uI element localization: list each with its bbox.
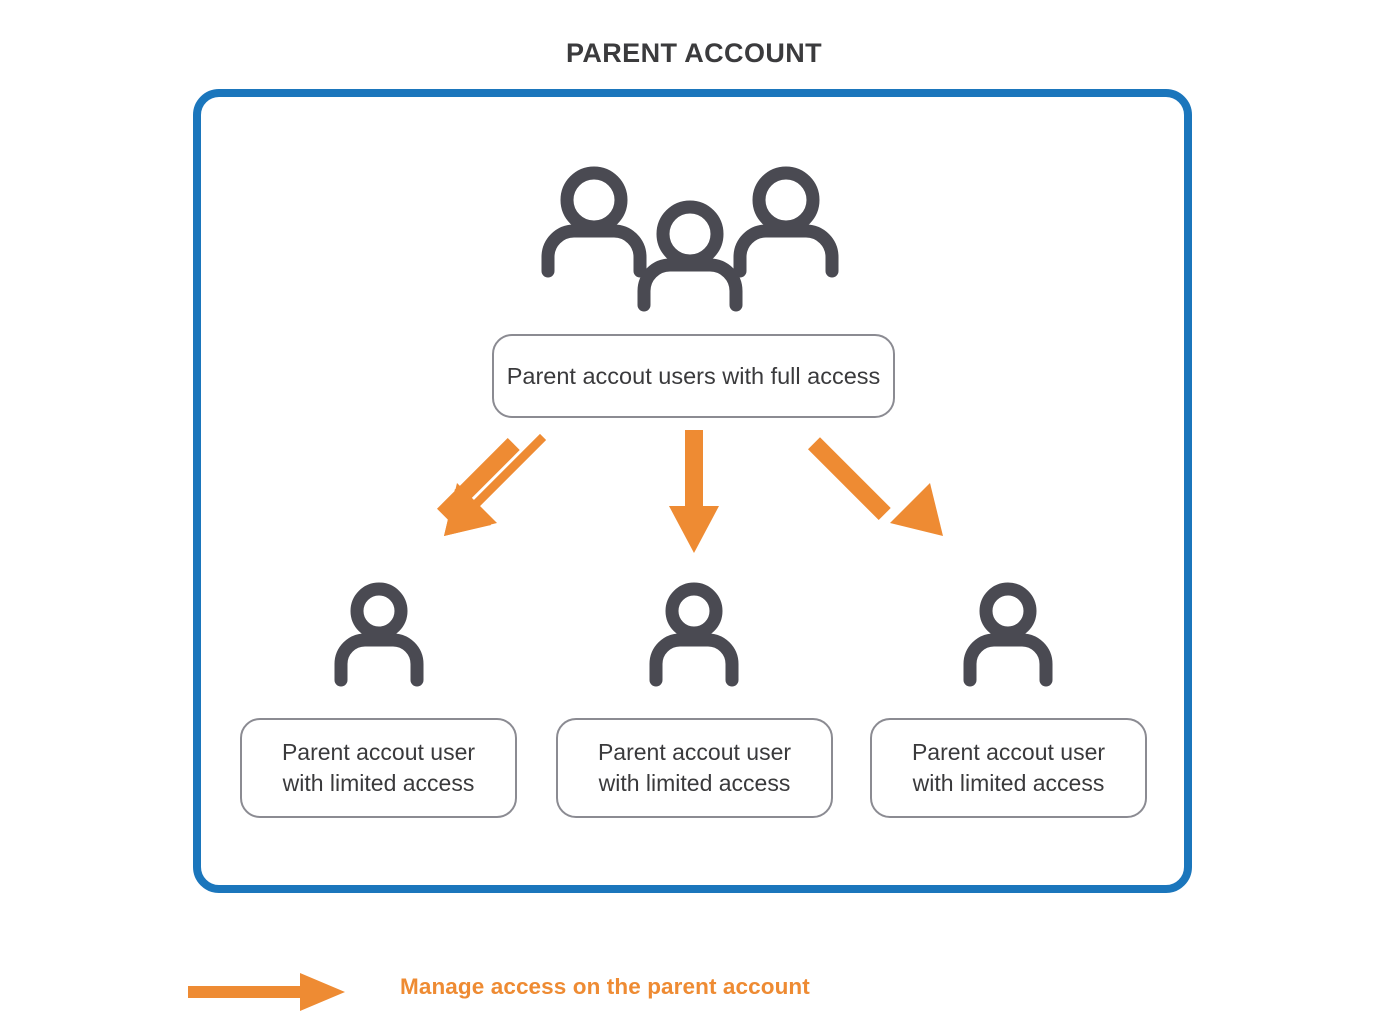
legend: Manage access on the parent account (188, 962, 1188, 1022)
child-user-label-3-text: Parent accout user with limited access (912, 737, 1105, 799)
person-icon-2 (643, 582, 745, 687)
person-icon-3 (957, 582, 1059, 687)
arrow-right-icon (188, 973, 345, 1011)
parent-users-label: Parent accout users with full access (492, 334, 895, 418)
child-user-label-1: Parent accout user with limited access (240, 718, 517, 818)
child-user-label-1-text: Parent accout user with limited access (282, 737, 475, 799)
child-user-label-2: Parent accout user with limited access (556, 718, 833, 818)
page-title: PARENT ACCOUNT (565, 38, 823, 68)
three-people-icon (536, 163, 856, 313)
child-user-label-3: Parent accout user with limited access (870, 718, 1147, 818)
person-icon-1 (328, 582, 430, 687)
parent-users-label-text: Parent accout users with full access (506, 362, 881, 389)
child-label-line1: Parent accout user (281, 739, 476, 765)
child-label-line1: Parent accout user (597, 739, 792, 765)
child-label-line1: Parent accout user (911, 739, 1106, 765)
legend-label: Manage access on the parent account (400, 974, 810, 999)
child-label-line2: with limited access (598, 770, 791, 796)
child-label-line2: with limited access (912, 770, 1105, 796)
child-label-line2: with limited access (282, 770, 475, 796)
child-user-label-2-text: Parent accout user with limited access (598, 737, 791, 799)
